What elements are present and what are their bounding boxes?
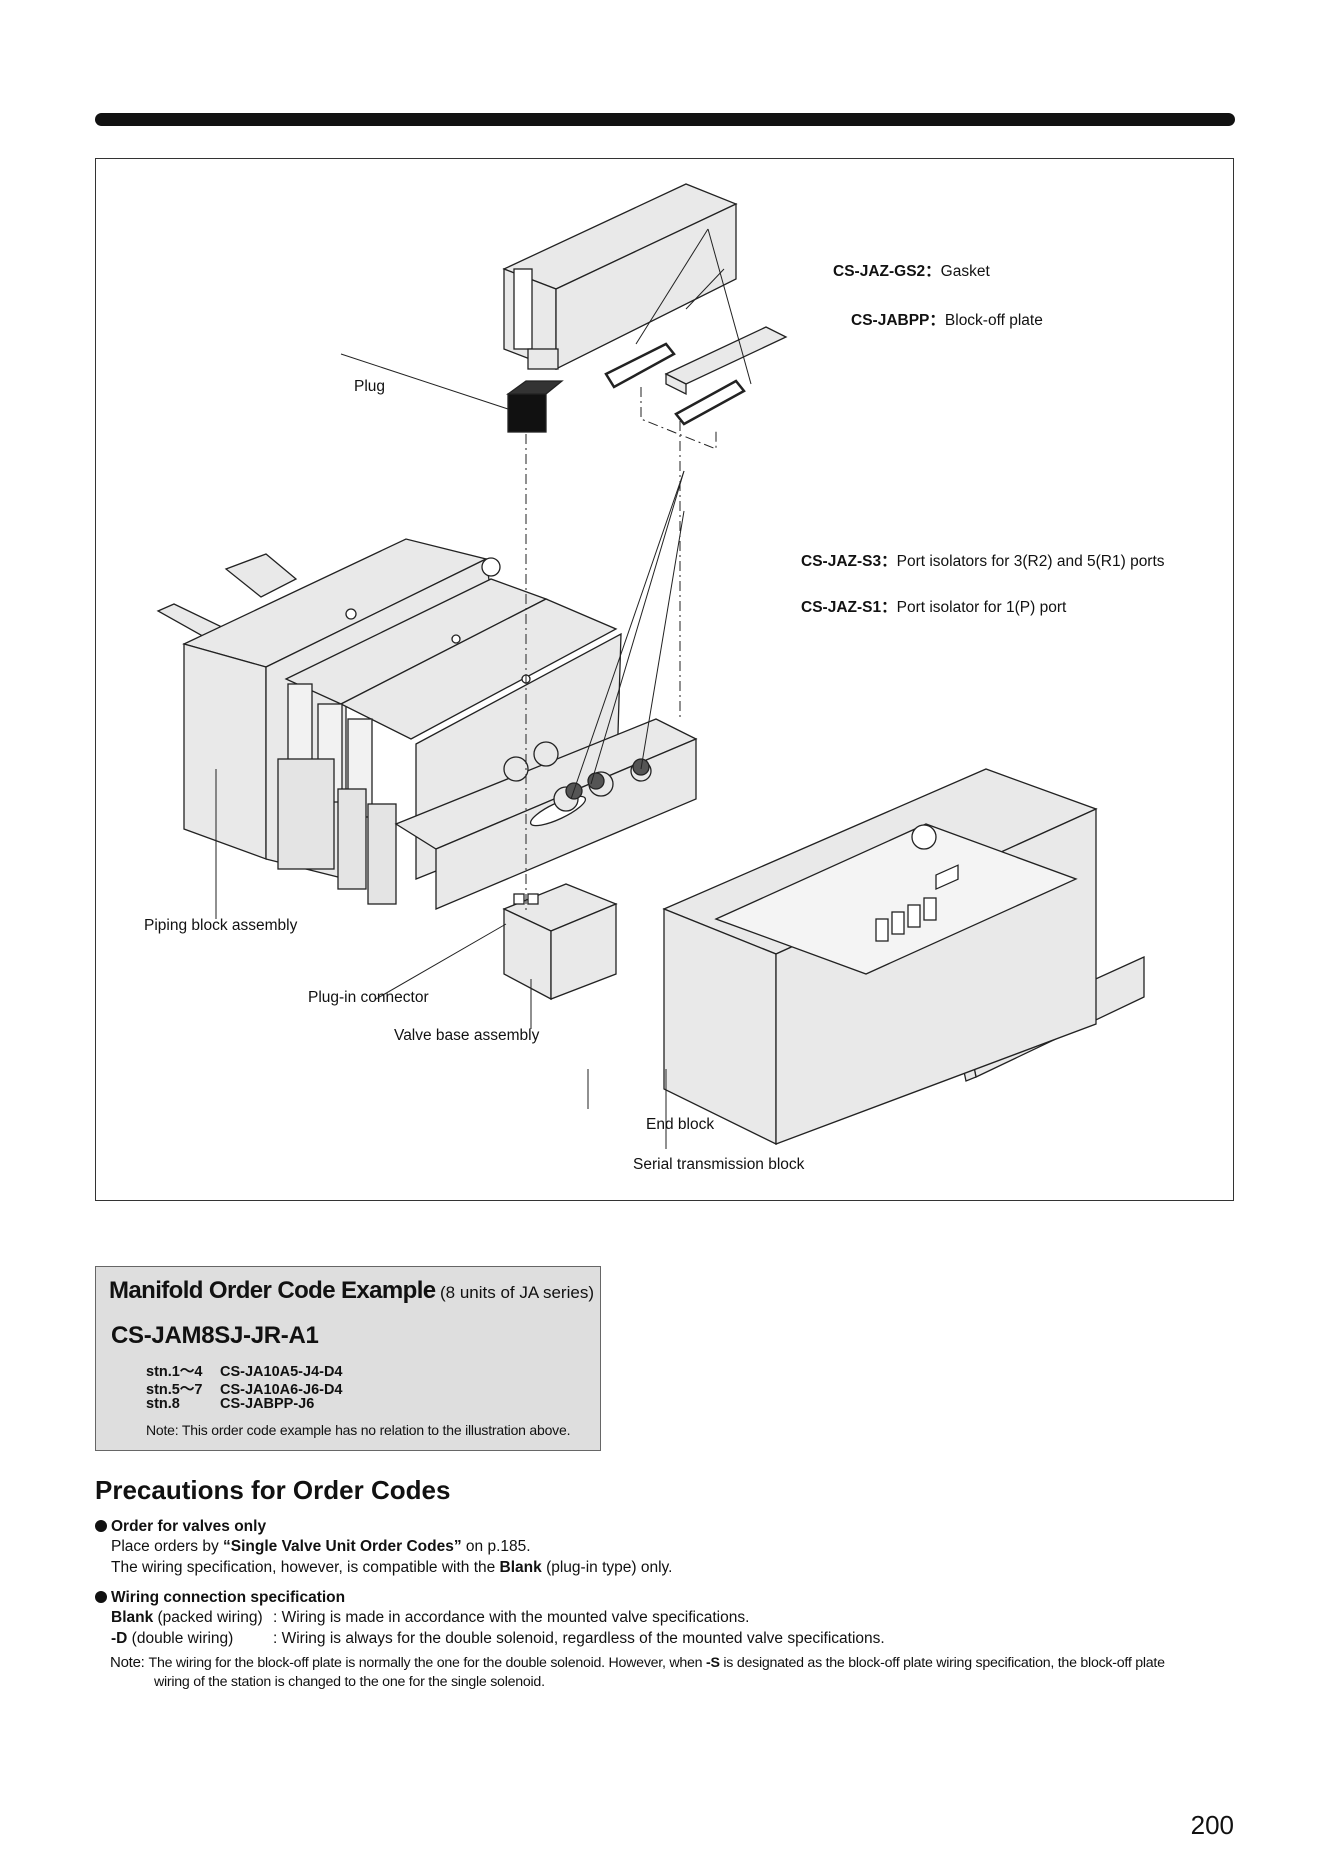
page-number: 200 [1190, 1810, 1234, 1840]
order-code-example-box: Manifold Order Code Example (8 units of … [95, 1266, 601, 1451]
blockoff-plate [664, 326, 788, 396]
header-rule [95, 113, 1235, 126]
valve-base-assembly [502, 883, 618, 1001]
serial-transmission-block [662, 768, 1098, 1146]
bullet-valves-only: Order for valves only [95, 1518, 266, 1536]
label-piping-block: Piping block assembly [144, 917, 298, 934]
label-serial-block: Serial transmission block [633, 1156, 805, 1173]
guide-lines [525, 387, 717, 911]
gasket-parts [604, 342, 746, 426]
bullet-wiring: Wiring connection specification [95, 1589, 345, 1607]
order-example-note: Note: This order code example has no rel… [146, 1422, 571, 1438]
din-rail-back [156, 553, 298, 640]
label-port-isolators-s3: CS-JAZ-S3：Port isolators for 3(R2) and 5… [801, 553, 1165, 570]
exploded-valve [502, 183, 738, 371]
wiring-desc-blank: : Wiring is made in accordance with the … [273, 1609, 750, 1626]
precautions-title: Precautions for Order Codes [95, 1475, 451, 1505]
leader-lines [215, 228, 752, 1149]
exploded-view-figure: CS-JAZ-GS2：Gasket CS-JABPP：Block-off pla… [95, 158, 1234, 1201]
bullet-icon [95, 1520, 107, 1532]
label-plug: Plug [354, 378, 386, 395]
wiring-desc-d: : Wiring is always for the double soleno… [273, 1630, 885, 1647]
wiring-key-blank: Blank (packed wiring) [111, 1609, 263, 1626]
label-gasket: CS-JAZ-GS2：Gasket [833, 263, 990, 280]
label-end-block: End block [646, 1116, 715, 1133]
wiring-key-d: -D (double wiring) [111, 1630, 234, 1647]
label-plugin-connector: Plug-in connector [308, 989, 429, 1006]
order-example-title: Manifold Order Code Example (8 units of … [109, 1277, 594, 1304]
order-example-code: CS-JAM8SJ-JR-A1 [111, 1322, 319, 1349]
label-valve-base: Valve base assembly [394, 1027, 540, 1044]
label-port-isolator-s1: CS-JAZ-S1：Port isolator for 1(P) port [801, 599, 1067, 616]
label-blockoff-plate: CS-JABPP：Block-off plate [851, 312, 1043, 329]
plug-part [505, 380, 564, 433]
manifold-illustration [156, 183, 1145, 1149]
valves-only-line1: Place orders by “Single Valve Unit Order… [111, 1538, 531, 1555]
valves-only-line2: The wiring specification, however, is co… [111, 1559, 673, 1576]
wiring-note: Note: The wiring for the block-off plate… [110, 1654, 1165, 1690]
bullet-icon [95, 1591, 107, 1603]
valve-heads [277, 683, 397, 905]
